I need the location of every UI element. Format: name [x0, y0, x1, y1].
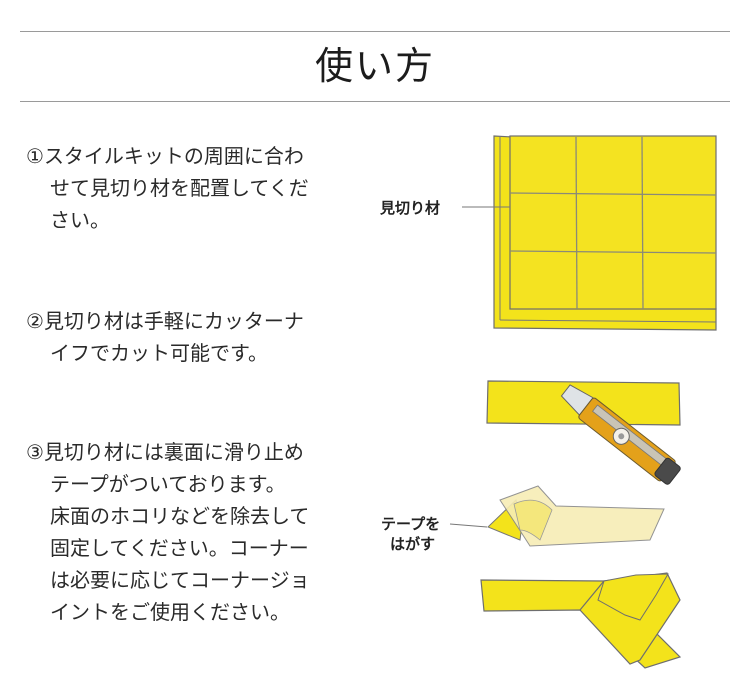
top-divider — [20, 31, 730, 32]
step-3-line-3: 床面のホコリなどを除去して — [50, 504, 310, 528]
step-3: ③見切り材には裏面に滑り止め テープがついております。 床面のホコリなどを除去し… — [26, 436, 356, 628]
step-1-line-3: さい。 — [50, 208, 110, 232]
step-3-line-1: ③見切り材には裏面に滑り止め — [26, 440, 304, 464]
step-3-line-2: テープがついております。 — [50, 472, 286, 496]
step-3-line-6: イントをご使用ください。 — [50, 600, 290, 624]
tile-area — [509, 135, 717, 310]
trim-label: 見切り材 — [380, 199, 441, 217]
page-title: 使い方 — [314, 44, 435, 88]
cutter-knife-icon — [560, 384, 681, 485]
step-3-line-5: は必要に応じてコーナージョ — [50, 568, 310, 592]
trim-edge-line-bottom — [499, 319, 717, 323]
step-2-line-1: ②見切り材は手軽にカッターナ — [26, 309, 304, 333]
tape-leader-line — [449, 523, 488, 528]
corner-joint — [597, 573, 669, 621]
bottom-divider — [20, 101, 730, 102]
step-2: ②見切り材は手軽にカッターナ イフでカット可能です。 — [26, 305, 356, 369]
step-1: ①スタイルキットの周囲に合わ せて見切り材を配置してくだ さい。 — [26, 140, 356, 236]
step-1-line-2: せて見切り材を配置してくだ — [50, 176, 309, 200]
peel-tape-label: テープを はがす — [381, 515, 441, 553]
tile-grid-lines — [509, 136, 717, 310]
cutter-illustration — [486, 380, 681, 485]
step-2-line-2: イフでカット可能です。 — [50, 341, 268, 365]
corner-joint-illustration — [480, 572, 682, 669]
peel-tape-illustration — [449, 485, 665, 547]
tile-grid-illustration — [462, 135, 717, 331]
step-1-line-1: ①スタイルキットの周囲に合わ — [26, 144, 304, 168]
tape-curl — [513, 499, 553, 541]
step-3-line-4: 固定してください。コーナー — [50, 536, 309, 560]
